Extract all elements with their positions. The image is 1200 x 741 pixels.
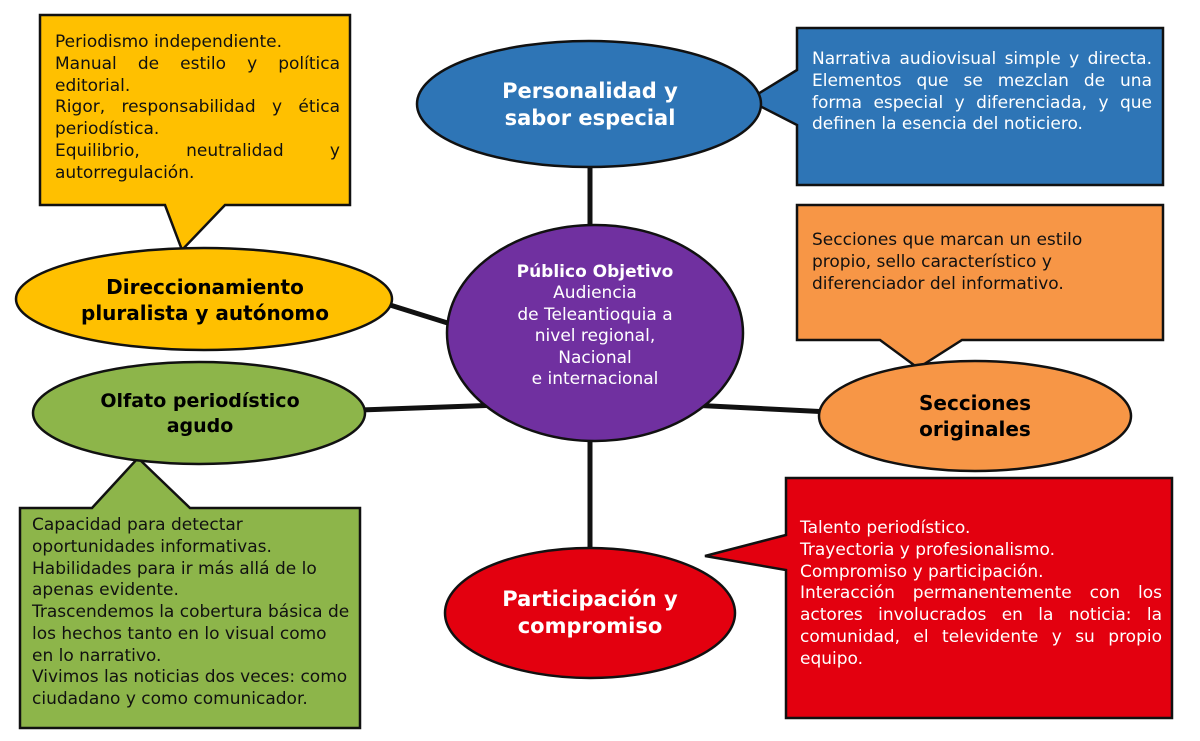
callout-item: Narrativa audiovisual simple y directa. … — [812, 49, 1152, 135]
callout-item: Compromiso y participación. — [800, 561, 1044, 582]
center-node — [445, 223, 745, 443]
callout-secciones-shape — [795, 203, 1165, 370]
node-line: Olfato periodístico — [100, 390, 300, 413]
connector-secciones — [689, 402, 831, 415]
callout-secciones-text: Secciones que marcan un estilo propio, s… — [812, 230, 1142, 295]
node-olfato-label: Olfato periodístico agudo — [50, 383, 350, 445]
node-direccionamiento — [14, 246, 394, 352]
callout-item: Periodismo independiente. — [55, 32, 283, 52]
node-direccionamiento-label: Direccionamiento pluralista y autónomo — [40, 268, 370, 332]
callout-item: Secciones que marcan un estilo propio, s… — [812, 230, 1083, 294]
callout-personalidad-shape — [745, 26, 1165, 187]
callout-item: Vivimos las noticias dos veces: como ciu… — [32, 667, 348, 709]
node-line: pluralista y autónomo — [81, 301, 329, 325]
callout-item: Trascendemos la cobertura básica de los … — [32, 602, 350, 666]
node-line: Participación y — [502, 586, 678, 611]
node-olfato — [31, 360, 367, 466]
node-participacion-label: Participación y compromiso — [455, 580, 725, 646]
callout-item: Interacción permanentemente con los acto… — [800, 583, 1162, 669]
callout-item: Rigor, responsabilidad y ética periodíst… — [55, 97, 340, 139]
node-line: agudo — [166, 415, 234, 437]
node-line: compromiso — [517, 614, 663, 638]
node-line: Direccionamiento — [106, 275, 304, 299]
callout-participacion-shape — [704, 476, 1174, 720]
center-line: e internacional — [531, 369, 659, 390]
callout-personalidad-text: Narrativa audiovisual simple y directa. … — [812, 49, 1152, 136]
node-personalidad-label: Personalidad y sabor especial — [440, 72, 740, 138]
node-secciones — [817, 359, 1133, 473]
callout-olfato-text: Capacidad para detectar oportunidades in… — [32, 515, 352, 711]
callout-direccionamiento-text: Periodismo independiente. Manual de esti… — [55, 32, 340, 184]
center-line: Audiencia — [553, 283, 637, 304]
node-line: originales — [919, 417, 1031, 441]
callout-direccionamiento-shape — [38, 13, 352, 253]
callout-item: Manual de estilo y política editorial. — [55, 53, 340, 96]
callout-item: Habilidades para ir más allá de lo apena… — [32, 558, 317, 601]
node-personalidad — [415, 39, 763, 169]
node-secciones-label: Secciones originales — [840, 384, 1110, 448]
center-line: nivel regional, — [534, 326, 656, 347]
node-line: Personalidad y — [502, 78, 678, 103]
callout-item: Talento periodístico. — [800, 518, 971, 538]
center-title: Público Objetivo — [516, 262, 674, 282]
callout-item: Capacidad para detectar oportunidades in… — [32, 515, 272, 557]
node-line: Secciones — [919, 391, 1031, 415]
connector-olfato — [359, 402, 501, 413]
callout-participacion-text: Talento periodístico. Trayectoria y prof… — [800, 518, 1162, 670]
callout-item: Equilibrio, neutralidad y autorregulació… — [55, 140, 340, 183]
node-line: sabor especial — [504, 106, 676, 130]
center-line: Nacional — [558, 347, 632, 368]
node-participacion — [443, 546, 737, 680]
callout-olfato-shape — [18, 456, 362, 730]
callout-item: Trayectoria y profesionalismo. — [800, 539, 1056, 560]
center-label: Público Objetivo Audiencia de Teleantioq… — [470, 262, 720, 390]
center-line: de Teleantioquia a — [517, 304, 673, 325]
